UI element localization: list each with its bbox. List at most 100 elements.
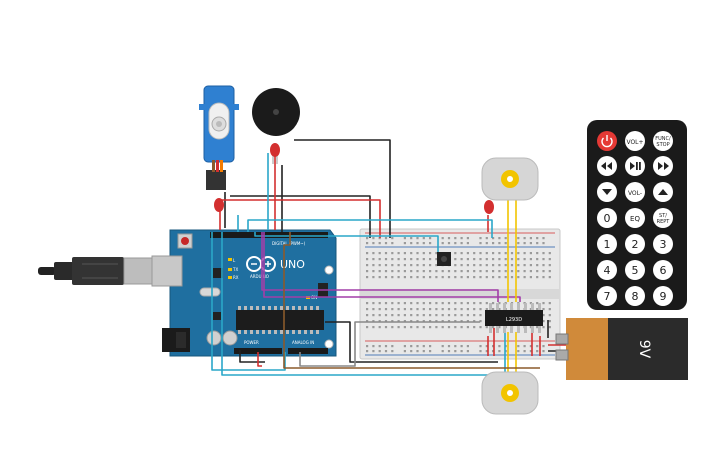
breadboard-hole[interactable]	[403, 345, 406, 348]
breadboard-hole[interactable]	[523, 237, 526, 240]
breadboard-hole[interactable]	[498, 258, 501, 261]
breadboard-hole[interactable]	[397, 258, 400, 261]
breadboard-hole[interactable]	[397, 264, 400, 267]
led-red-1[interactable]	[270, 143, 280, 164]
breadboard-hole[interactable]	[416, 276, 419, 279]
breadboard-hole[interactable]	[429, 320, 432, 323]
breadboard-hole[interactable]	[460, 276, 463, 279]
breadboard-hole[interactable]	[529, 350, 532, 353]
breadboard-hole[interactable]	[422, 350, 425, 353]
breadboard-hole[interactable]	[454, 242, 457, 245]
reset-button-cap[interactable]	[181, 237, 189, 245]
breadboard-hole[interactable]	[460, 270, 463, 273]
breadboard-hole[interactable]	[485, 270, 488, 273]
breadboard-hole[interactable]	[542, 308, 545, 311]
breadboard-hole[interactable]	[542, 252, 545, 255]
breadboard-hole[interactable]	[441, 242, 444, 245]
breadboard-hole[interactable]	[485, 326, 488, 329]
breadboard-hole[interactable]	[391, 270, 394, 273]
breadboard-hole[interactable]	[391, 264, 394, 267]
breadboard-hole[interactable]	[429, 314, 432, 317]
breadboard-hole[interactable]	[366, 350, 369, 353]
breadboard-hole[interactable]	[410, 350, 413, 353]
breadboard-hole[interactable]	[378, 302, 381, 305]
breadboard-hole[interactable]	[479, 302, 482, 305]
breadboard-hole[interactable]	[548, 258, 551, 261]
breadboard-hole[interactable]	[473, 264, 476, 267]
breadboard-hole[interactable]	[447, 350, 451, 353]
breadboard-hole[interactable]	[378, 326, 381, 329]
breadboard-hole[interactable]	[441, 308, 444, 311]
breadboard-hole[interactable]	[429, 242, 432, 245]
breadboard-hole[interactable]	[492, 276, 495, 279]
remote-4-button[interactable]	[597, 260, 617, 280]
breadboard-hole[interactable]	[492, 308, 495, 311]
breadboard-hole[interactable]	[422, 252, 425, 255]
breadboard-hole[interactable]	[548, 270, 551, 273]
breadboard-hole[interactable]	[378, 270, 381, 273]
breadboard-holes[interactable]	[366, 237, 551, 353]
breadboard-hole[interactable]	[397, 314, 400, 317]
breadboard-hole[interactable]	[403, 252, 406, 255]
breadboard-hole[interactable]	[523, 350, 526, 353]
breadboard-hole[interactable]	[429, 302, 432, 305]
breadboard-hole[interactable]	[422, 320, 425, 323]
breadboard-hole[interactable]	[384, 302, 388, 305]
breadboard-hole[interactable]	[498, 252, 501, 255]
breadboard-hole[interactable]	[466, 320, 469, 323]
breadboard-hole[interactable]	[492, 350, 495, 353]
breadboard-hole[interactable]	[498, 302, 501, 305]
breadboard-hole[interactable]	[536, 237, 539, 240]
breadboard-hole[interactable]	[536, 270, 539, 273]
breadboard-hole[interactable]	[473, 302, 476, 305]
breadboard-hole[interactable]	[384, 264, 388, 267]
breadboard-hole[interactable]	[479, 237, 482, 240]
remote-5-button[interactable]	[625, 260, 645, 280]
breadboard-hole[interactable]	[391, 258, 394, 261]
breadboard-hole[interactable]	[454, 237, 457, 240]
breadboard-hole[interactable]	[504, 258, 507, 261]
breadboard-hole[interactable]	[378, 320, 381, 323]
breadboard-hole[interactable]	[479, 314, 482, 317]
breadboard-hole[interactable]	[454, 264, 457, 267]
breadboard-hole[interactable]	[523, 252, 526, 255]
breadboard-hole[interactable]	[523, 276, 526, 279]
breadboard-hole[interactable]	[366, 326, 369, 329]
breadboard-hole[interactable]	[391, 252, 394, 255]
breadboard-hole[interactable]	[391, 345, 394, 348]
breadboard-hole[interactable]	[517, 258, 520, 261]
breadboard-hole[interactable]	[384, 345, 388, 348]
breadboard-hole[interactable]	[529, 302, 532, 305]
breadboard-hole[interactable]	[391, 242, 394, 245]
breadboard-hole[interactable]	[397, 252, 400, 255]
breadboard-hole[interactable]	[479, 252, 482, 255]
breadboard-hole[interactable]	[416, 326, 419, 329]
breadboard-hole[interactable]	[422, 326, 425, 329]
breadboard-hole[interactable]	[429, 270, 432, 273]
breadboard-hole[interactable]	[485, 276, 488, 279]
breadboard-hole[interactable]	[422, 237, 425, 240]
breadboard-hole[interactable]	[454, 350, 457, 353]
breadboard-hole[interactable]	[391, 350, 394, 353]
breadboard-hole[interactable]	[384, 258, 388, 261]
breadboard-hole[interactable]	[410, 314, 413, 317]
breadboard-hole[interactable]	[384, 308, 388, 311]
breadboard-hole[interactable]	[510, 264, 514, 267]
breadboard-hole[interactable]	[523, 258, 526, 261]
breadboard-hole[interactable]	[498, 276, 501, 279]
power-header[interactable]	[234, 348, 282, 354]
breadboard-hole[interactable]	[466, 242, 469, 245]
breadboard-hole[interactable]	[429, 326, 432, 329]
breadboard-hole[interactable]	[498, 308, 501, 311]
breadboard-hole[interactable]	[435, 252, 438, 255]
breadboard-hole[interactable]	[397, 270, 400, 273]
breadboard-hole[interactable]	[441, 320, 444, 323]
breadboard-hole[interactable]	[403, 258, 406, 261]
breadboard-hole[interactable]	[460, 252, 463, 255]
breadboard-hole[interactable]	[492, 237, 495, 240]
breadboard-hole[interactable]	[378, 308, 381, 311]
breadboard-hole[interactable]	[372, 270, 375, 273]
breadboard-hole[interactable]	[372, 302, 375, 305]
breadboard-hole[interactable]	[498, 326, 501, 329]
breadboard-hole[interactable]	[517, 345, 520, 348]
